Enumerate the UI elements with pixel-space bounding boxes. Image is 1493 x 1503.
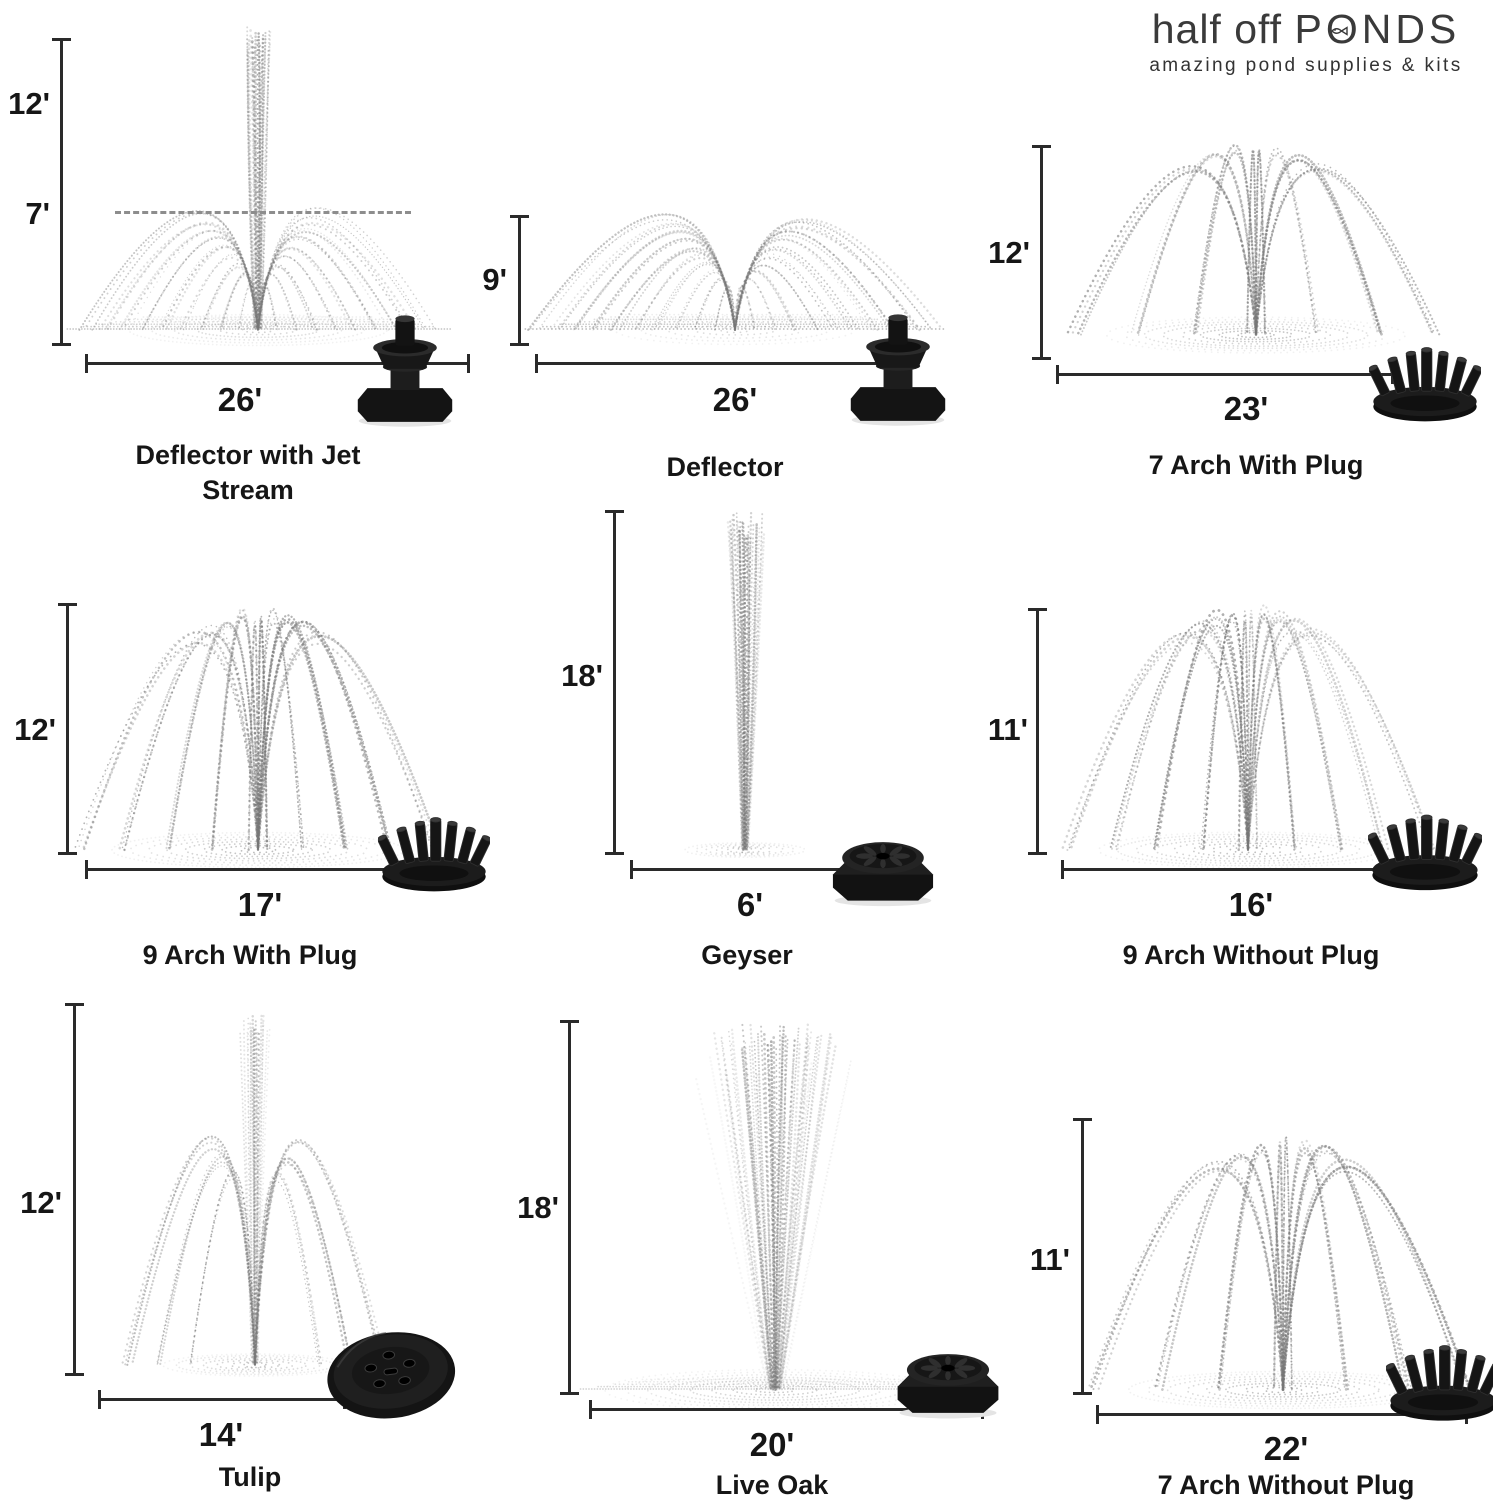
disc-nozzle-photo bbox=[322, 1320, 460, 1422]
height-measure-line bbox=[1028, 608, 1047, 855]
height-measure-line bbox=[1073, 1118, 1092, 1395]
fountain-name: Deflector bbox=[666, 452, 784, 482]
width-measure-line bbox=[1061, 860, 1395, 879]
width-label: 23' bbox=[1223, 390, 1269, 427]
height-label: 11' bbox=[987, 712, 1028, 747]
height-measure-line bbox=[605, 510, 624, 855]
fountain-name: 9 Arch Without Plug bbox=[1122, 940, 1380, 970]
width-label: 16' bbox=[1228, 886, 1274, 923]
fountain-name: 7 Arch Without Plug bbox=[1157, 1470, 1415, 1500]
seven-foot-dashed-line bbox=[115, 211, 411, 214]
spray-illustration bbox=[524, 213, 946, 346]
arch-cluster-nozzle-photo bbox=[1369, 322, 1481, 425]
spray-illustration bbox=[64, 25, 452, 347]
width-measure-line bbox=[85, 354, 470, 373]
width-label: 6' bbox=[736, 886, 764, 923]
octagon-cap-nozzle-photo bbox=[827, 806, 939, 908]
width-label: 22' bbox=[1263, 1430, 1309, 1467]
panel-7-arch-without-plug: 11' 22' 7 Arch Without Plug bbox=[996, 960, 1493, 1500]
panel-deflector-with-jet-stream: 12' 7' 26' Deflector with Jet Stream bbox=[0, 0, 497, 505]
panel-7-arch-with-plug: 12' 23' 7 Arch With Plug bbox=[988, 0, 1493, 490]
height-label: 12' bbox=[14, 712, 56, 747]
spray-illustration bbox=[684, 511, 806, 859]
panel-9-arch-without-plug: 11' 16' 9 Arch Without Plug bbox=[988, 490, 1493, 970]
fountain-name: 7 Arch With Plug bbox=[1148, 450, 1364, 480]
spray-illustration bbox=[121, 1011, 388, 1377]
octagon-cap-nozzle-photo bbox=[892, 1313, 1004, 1425]
fountain-name: Deflector with Jet Stream bbox=[135, 440, 361, 506]
height-measure-line bbox=[560, 1020, 579, 1395]
arch-cluster-nozzle-photo bbox=[1368, 788, 1482, 895]
brand-prefix: half off bbox=[1151, 6, 1283, 52]
secondary-height-label: 7' bbox=[25, 196, 50, 231]
panel-deflector: 9' 26' Deflector bbox=[482, 0, 994, 490]
brand-name: PONDS bbox=[1294, 6, 1461, 52]
arch-cluster-nozzle-photo bbox=[1386, 1318, 1493, 1426]
height-label: 9' bbox=[482, 262, 507, 297]
width-label: 17' bbox=[237, 886, 283, 923]
fountain-name: Geyser bbox=[701, 940, 793, 970]
spray-illustration bbox=[73, 607, 442, 869]
spray-illustration bbox=[579, 1021, 971, 1412]
height-measure-line bbox=[65, 1003, 84, 1376]
width-label: 14' bbox=[198, 1416, 244, 1453]
spray-illustration bbox=[1060, 604, 1436, 869]
height-measure-line bbox=[58, 603, 77, 855]
width-label: 20' bbox=[749, 1426, 795, 1463]
height-measure-line bbox=[1032, 145, 1051, 360]
height-measure-line bbox=[52, 38, 71, 346]
panel-live-oak: 18' 20' Live Oak bbox=[497, 960, 999, 1500]
height-label: 11' bbox=[1029, 1242, 1070, 1277]
brand-logo: half off PONDS amazing pond supplies & k… bbox=[1133, 6, 1479, 77]
brand-title: half off PONDS bbox=[1133, 6, 1479, 53]
fountain-name: 9 Arch With Plug bbox=[142, 940, 358, 970]
width-measure-line bbox=[1056, 365, 1394, 384]
height-label: 18' bbox=[517, 1190, 559, 1225]
height-label: 12' bbox=[20, 1185, 62, 1220]
width-label: 26' bbox=[712, 381, 758, 418]
height-label: 18' bbox=[561, 658, 603, 693]
spray-illustration bbox=[1065, 143, 1441, 354]
panel-tulip: 12' 14' Tulip bbox=[0, 960, 497, 1500]
spray-illustration bbox=[1086, 1135, 1473, 1410]
brand-tagline: amazing pond supplies & kits bbox=[1149, 55, 1463, 76]
panel-geyser: 18' 6' Geyser bbox=[497, 490, 994, 970]
height-label: 12' bbox=[988, 235, 1030, 270]
panel-9-arch-with-plug: 12' 17' 9 Arch With Plug bbox=[0, 490, 497, 970]
fountain-name: Tulip bbox=[218, 1462, 282, 1492]
height-measure-line bbox=[510, 215, 529, 346]
fish-in-o-icon bbox=[1331, 26, 1349, 36]
arch-cluster-nozzle-photo bbox=[378, 792, 490, 895]
deflector-nozzle-photo bbox=[352, 303, 458, 429]
width-measure-line bbox=[98, 1390, 346, 1409]
height-label: 12' bbox=[8, 86, 50, 121]
fountain-name: Live Oak bbox=[715, 1470, 829, 1500]
deflector-nozzle-photo bbox=[845, 301, 951, 429]
width-label: 26' bbox=[217, 381, 263, 418]
